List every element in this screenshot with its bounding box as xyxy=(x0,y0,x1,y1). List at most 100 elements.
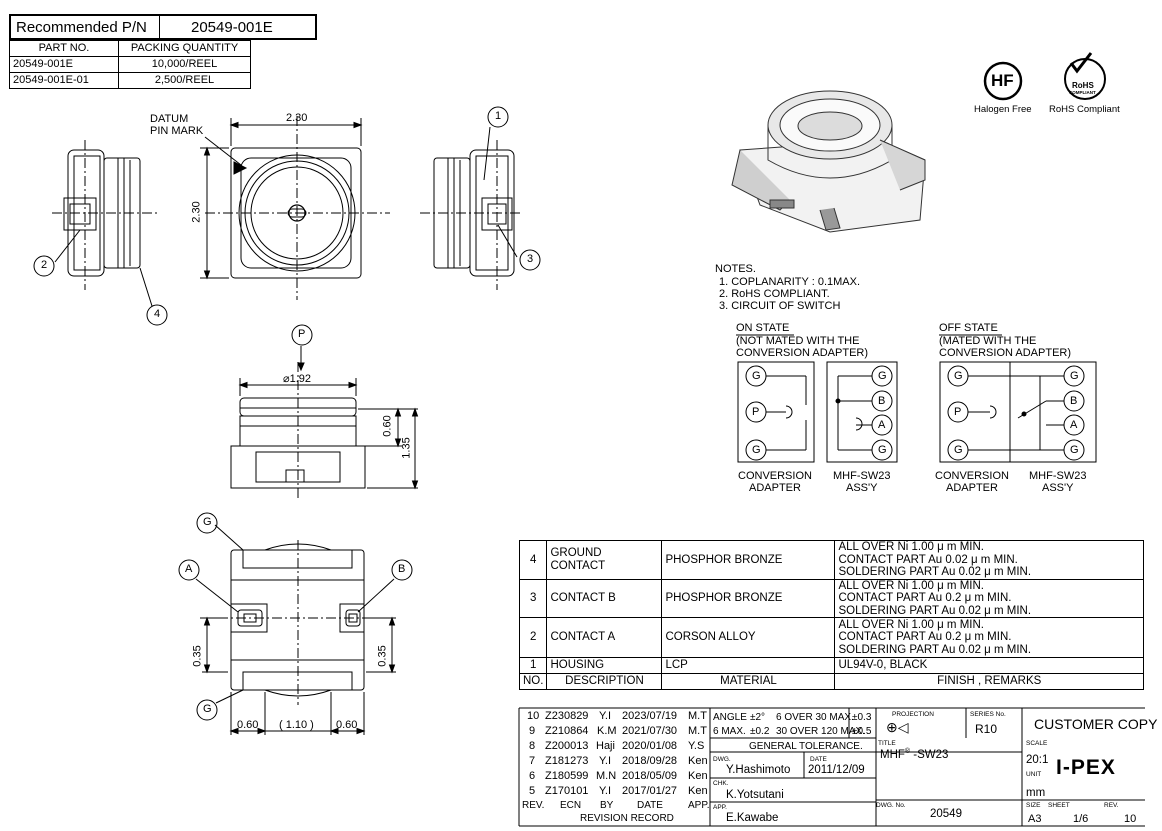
material-row-remarks: UL94V-0, BLACK xyxy=(834,657,1144,674)
balloon-2-label: 2 xyxy=(41,259,48,271)
on-conv-label: CONVERSION xyxy=(738,470,812,482)
dim-135-vertical: 1.35 xyxy=(400,437,413,459)
recommended-pn-box: Recommended P/N 20549-001E xyxy=(9,14,317,40)
pin-g: G xyxy=(954,444,963,456)
a-label: A xyxy=(185,563,193,575)
rohs-badge-sub: COMPLIANT xyxy=(1069,90,1096,95)
tol-angle-label: ANGLE xyxy=(713,712,747,723)
scale-value: 20:1 xyxy=(1026,754,1049,766)
off-state-title: OFF STATE xyxy=(939,322,998,334)
packing-row-part: 20549-001E xyxy=(9,56,119,73)
rohs-badge-text: RoHS xyxy=(1072,81,1094,90)
tol-6-over-30: 6 OVER 30 MAX. xyxy=(776,712,854,723)
packing-header-qty: PACKING QUANTITY xyxy=(118,40,251,57)
datum-label: DATUM xyxy=(150,113,189,125)
p-arrow-label: P xyxy=(298,328,306,340)
title-value: MHF® -SW23 xyxy=(880,748,949,761)
material-row-no: 4 xyxy=(518,540,548,580)
recommended-pn-value: 20549-001E xyxy=(191,19,273,36)
top-height-dim: 2.30 xyxy=(190,201,203,223)
unit-value: mm xyxy=(1026,787,1046,799)
chk-name: K.Yotsutani xyxy=(726,789,784,801)
dim-060-left: 0.60 xyxy=(237,719,259,731)
on-state-sub1: (NOT MATED WITH THE xyxy=(736,335,860,347)
off-state-sub2: CONVERSION ADAPTER) xyxy=(939,347,1072,359)
off-conv-label: ADAPTER xyxy=(946,482,998,494)
note-item: 2. RoHS COMPLIANT. xyxy=(719,288,830,300)
dwg-label: DWG. xyxy=(713,756,731,763)
balloon-3-label: 3 xyxy=(527,253,534,265)
size-label: SIZE xyxy=(1026,802,1041,809)
series-label: SERIES No. xyxy=(970,711,1006,718)
customer-copy: CUSTOMER COPY xyxy=(1034,716,1158,732)
general-tolerance: GENERAL TOLERANCE. xyxy=(749,741,863,752)
top-width-dim: 2.30 xyxy=(286,112,308,124)
material-row-desc: CONTACT B xyxy=(546,578,663,618)
unit-label: UNIT xyxy=(1026,771,1042,778)
notes-heading: NOTES. xyxy=(715,263,756,275)
date-value: 2011/12/09 xyxy=(808,764,865,776)
note-item: 3. CIRCUIT OF SWITCH xyxy=(719,300,841,312)
title-label: TITLE xyxy=(878,740,896,747)
on-state-sub2: CONVERSION ADAPTER) xyxy=(736,347,869,359)
recommended-pn-label: Recommended P/N xyxy=(16,19,147,36)
pin-a: A xyxy=(1070,419,1078,431)
halogen-badge-text: HF xyxy=(991,71,1014,90)
title-block-frame xyxy=(518,707,1145,827)
dim-035-right: 0.35 xyxy=(376,645,389,667)
packing-row-qty: 10,000/REEL xyxy=(118,56,251,73)
balloon-3-circle xyxy=(519,249,541,271)
pin-p: P xyxy=(752,406,760,418)
rohs-check-icon xyxy=(1069,52,1093,74)
dim-110: ( 1.10 ) xyxy=(279,719,314,731)
g-bottom-label: G xyxy=(203,703,212,715)
projection-label: PROJECTION xyxy=(892,711,934,718)
material-row-remarks: ALL OVER Ni 1.00 μ m MIN. CONTACT PART A… xyxy=(834,540,1144,580)
size-value: A3 xyxy=(1028,813,1042,825)
app-name: E.Kawabe xyxy=(726,812,779,824)
left-side-view xyxy=(52,140,160,307)
pin-b: B xyxy=(1070,395,1078,407)
material-header-remarks: FINISH , REMARKS xyxy=(834,673,1144,690)
pin-g: G xyxy=(752,370,761,382)
on-conv-label: ADAPTER xyxy=(749,482,801,494)
product-3d-illustration xyxy=(731,90,926,233)
balloon-p-circle xyxy=(291,324,313,346)
off-conv-label: CONVERSION xyxy=(935,470,1009,482)
balloon-4-circle xyxy=(146,304,168,326)
diameter-dim: ⌀1.92 xyxy=(283,373,312,385)
material-row-desc: HOUSING xyxy=(546,657,663,674)
pin-g: G xyxy=(878,370,887,382)
b-label: B xyxy=(398,563,406,575)
packing-header-part: PART NO. xyxy=(9,40,119,57)
pin-g: G xyxy=(954,370,963,382)
material-row-desc: CONTACT A xyxy=(546,617,663,658)
balloon-a-circle xyxy=(178,559,200,581)
pin-g: G xyxy=(1070,370,1079,382)
material-header-no: NO. xyxy=(518,673,548,690)
material-header-material: MATERIAL xyxy=(661,673,836,690)
material-row-remarks: ALL OVER Ni 1.00 μ m MIN. CONTACT PART A… xyxy=(834,578,1144,618)
on-state-circuit xyxy=(737,361,898,463)
tol-30-over-120: 30 OVER 120 MAX. xyxy=(776,726,865,737)
dwg-no-label: DWG. No. xyxy=(876,802,906,809)
pin-g: G xyxy=(1070,444,1079,456)
pin-a: A xyxy=(878,419,886,431)
balloon-b-circle xyxy=(391,559,413,581)
material-row-remarks: ALL OVER Ni 1.00 μ m MIN. CONTACT PART A… xyxy=(834,617,1144,658)
tol-02: ±0.2 xyxy=(750,726,770,737)
series-value: R10 xyxy=(975,722,998,736)
tol-angle-value: ±2° xyxy=(750,712,766,723)
tol-03: ±0.3 xyxy=(852,712,872,723)
dim-060-right: 0.60 xyxy=(336,719,358,731)
chk-label: CHK. xyxy=(713,780,729,787)
pin-mark-label: PIN MARK xyxy=(150,125,204,137)
top-view-drawing xyxy=(200,116,390,300)
rohs-compliant-label: RoHS Compliant xyxy=(1049,104,1120,115)
dim-060-vertical: 0.60 xyxy=(381,415,394,437)
packing-table: PART NO. PACKING QUANTITY 20549-001E 10,… xyxy=(9,40,251,89)
material-row-no: 3 xyxy=(518,578,548,618)
packing-row-part: 20549-001E-01 xyxy=(9,72,119,89)
halogen-free-label: Halogen Free xyxy=(974,104,1032,115)
material-row-material: PHOSPHOR BRONZE xyxy=(661,540,836,580)
